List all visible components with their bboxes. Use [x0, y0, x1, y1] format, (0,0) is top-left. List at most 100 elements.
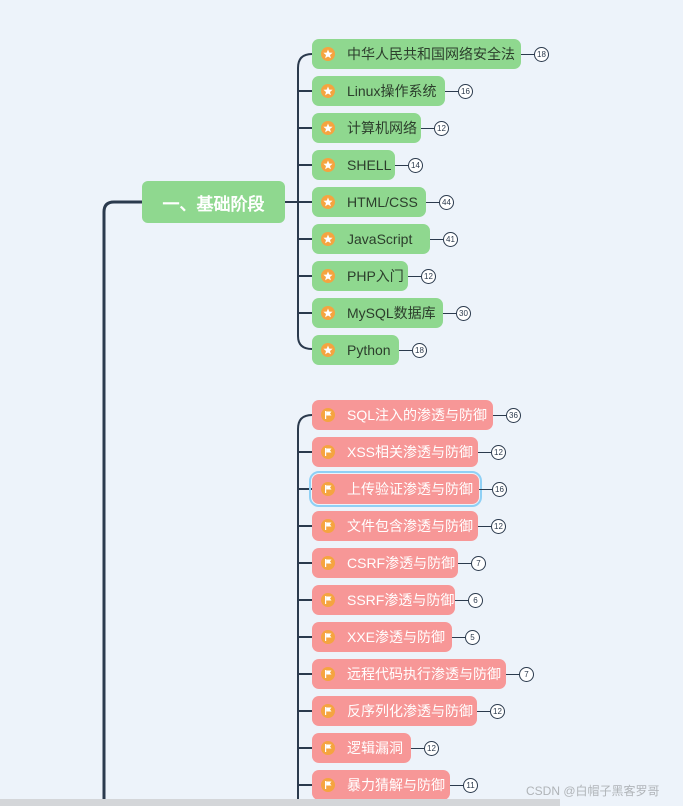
- flag-icon: [321, 556, 335, 570]
- topic-label: PHP入门: [347, 268, 404, 284]
- topic-label: Python: [347, 342, 391, 358]
- topic-label: 反序列化渗透与防御: [347, 703, 473, 719]
- topic-basic-0[interactable]: 中华人民共和国网络安全法: [312, 39, 521, 69]
- subtopic-count-badge[interactable]: 12: [491, 519, 506, 534]
- topic-label: 计算机网络: [347, 120, 417, 136]
- topic-label: XXE渗透与防御: [347, 629, 446, 645]
- subtopic-count-badge[interactable]: 16: [492, 482, 507, 497]
- topic-web-2[interactable]: 上传验证渗透与防御: [309, 471, 482, 507]
- topic-label: HTML/CSS: [347, 194, 418, 210]
- subtopic-count-badge[interactable]: 18: [412, 343, 427, 358]
- topic-label: 上传验证渗透与防御: [347, 481, 473, 497]
- badge-connector: [478, 526, 491, 527]
- topic-basic-2[interactable]: 计算机网络: [312, 113, 421, 143]
- topic-web-4[interactable]: CSRF渗透与防御: [312, 548, 458, 578]
- badge-connector: [421, 128, 434, 129]
- badge-connector: [521, 54, 534, 55]
- flag-icon: [321, 741, 335, 755]
- subtopic-count-badge[interactable]: 12: [434, 121, 449, 136]
- subtopic-count-badge[interactable]: 44: [439, 195, 454, 210]
- subtopic-count-badge[interactable]: 12: [421, 269, 436, 284]
- star-icon: [321, 232, 335, 246]
- badge-connector: [395, 165, 408, 166]
- badge-connector: [479, 489, 492, 490]
- star-icon: [321, 158, 335, 172]
- badge-connector: [430, 239, 443, 240]
- topic-basic-5[interactable]: JavaScript: [312, 224, 430, 254]
- badge-connector: [452, 637, 465, 638]
- topic-label: SHELL: [347, 157, 392, 173]
- topic-basic-6[interactable]: PHP入门: [312, 261, 408, 291]
- subtopic-count-badge[interactable]: 12: [490, 704, 505, 719]
- badge-connector: [493, 415, 506, 416]
- branch-spine-web: [297, 414, 313, 806]
- topic-label: 中华人民共和国网络安全法: [347, 46, 515, 62]
- flag-icon: [321, 408, 335, 422]
- flag-icon: [321, 667, 335, 681]
- topic-web-1[interactable]: XSS相关渗透与防御: [312, 437, 478, 467]
- topic-web-3[interactable]: 文件包含渗透与防御: [312, 511, 478, 541]
- subtopic-count-badge[interactable]: 12: [491, 445, 506, 460]
- badge-connector: [411, 748, 424, 749]
- subtopic-count-badge[interactable]: 30: [456, 306, 471, 321]
- badge-connector: [426, 202, 439, 203]
- subtopic-count-badge[interactable]: 16: [458, 84, 473, 99]
- topic-web-9[interactable]: 逻辑漏洞: [312, 733, 411, 763]
- flag-icon: [321, 593, 335, 607]
- badge-connector: [458, 563, 471, 564]
- topic-label: 暴力猜解与防御: [347, 777, 445, 793]
- subtopic-count-badge[interactable]: 18: [534, 47, 549, 62]
- star-icon: [321, 195, 335, 209]
- badge-connector: [455, 600, 468, 601]
- topic-web-5[interactable]: SSRF渗透与防御: [312, 585, 455, 615]
- root-trunk-line: [102, 200, 142, 806]
- topic-label: MySQL数据库: [347, 305, 436, 321]
- star-icon: [321, 306, 335, 320]
- subtopic-count-badge[interactable]: 5: [465, 630, 480, 645]
- topic-label: Linux操作系统: [347, 83, 437, 99]
- topic-web-0[interactable]: SQL注入的渗透与防御: [312, 400, 493, 430]
- topic-label: XSS相关渗透与防御: [347, 444, 474, 460]
- flag-icon: [321, 445, 335, 459]
- star-icon: [321, 121, 335, 135]
- star-icon: [321, 47, 335, 61]
- star-icon: [321, 84, 335, 98]
- subtopic-count-badge[interactable]: 7: [519, 667, 534, 682]
- topic-basic-1[interactable]: Linux操作系统: [312, 76, 445, 106]
- subtopic-count-badge[interactable]: 12: [424, 741, 439, 756]
- topic-label: 文件包含渗透与防御: [347, 518, 473, 534]
- topic-label: SSRF渗透与防御: [347, 592, 455, 608]
- flag-icon: [321, 704, 335, 718]
- subtopic-count-badge[interactable]: 36: [506, 408, 521, 423]
- topic-basic-4[interactable]: HTML/CSS: [312, 187, 426, 217]
- flag-icon: [321, 630, 335, 644]
- flag-icon: [321, 482, 335, 496]
- central-topic-basic-stage[interactable]: 一、基础阶段: [142, 181, 285, 223]
- star-icon: [321, 269, 335, 283]
- topic-label: 逻辑漏洞: [347, 740, 403, 756]
- subtopic-count-badge[interactable]: 7: [471, 556, 486, 571]
- flag-icon: [321, 519, 335, 533]
- topic-label: 远程代码执行渗透与防御: [347, 666, 501, 682]
- subtopic-count-badge[interactable]: 41: [443, 232, 458, 247]
- badge-connector: [408, 276, 421, 277]
- badge-connector: [399, 350, 412, 351]
- topic-basic-3[interactable]: SHELL: [312, 150, 395, 180]
- subtopic-count-badge[interactable]: 14: [408, 158, 423, 173]
- topic-label: SQL注入的渗透与防御: [347, 407, 488, 423]
- topic-web-7[interactable]: 远程代码执行渗透与防御: [312, 659, 506, 689]
- topic-web-6[interactable]: XXE渗透与防御: [312, 622, 452, 652]
- badge-connector: [445, 91, 458, 92]
- subtopic-count-badge[interactable]: 6: [468, 593, 483, 608]
- horizontal-scrollbar[interactable]: [0, 799, 560, 806]
- topic-basic-7[interactable]: MySQL数据库: [312, 298, 443, 328]
- watermark-text: CSDN @白帽子黑客罗哥: [526, 784, 660, 798]
- topic-web-8[interactable]: 反序列化渗透与防御: [312, 696, 477, 726]
- star-icon: [321, 343, 335, 357]
- subtopic-count-badge[interactable]: 11: [463, 778, 478, 793]
- topic-basic-8[interactable]: Python: [312, 335, 399, 365]
- topic-web-10[interactable]: 暴力猜解与防御: [312, 770, 450, 800]
- topic-label: CSRF渗透与防御: [347, 555, 456, 571]
